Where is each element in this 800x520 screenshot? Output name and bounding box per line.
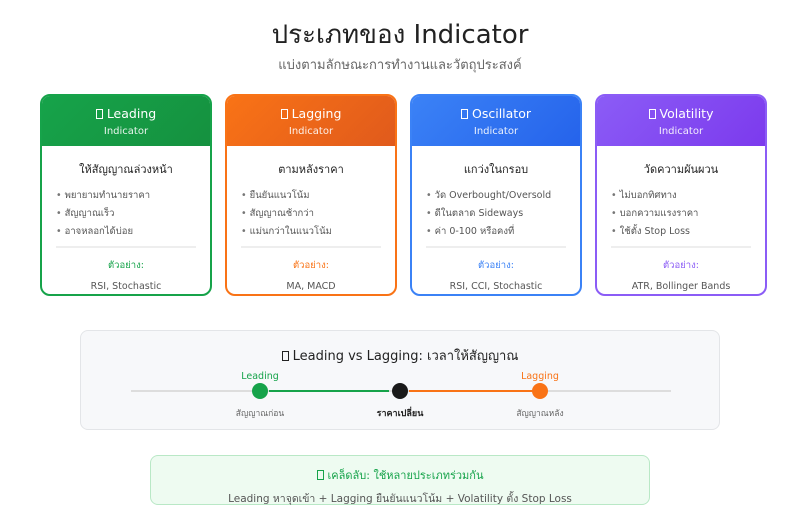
- timeline-title: Leading vs Lagging: เวลาให้สัญญาณ: [292, 349, 519, 364]
- card-leading: Leading Indicator ให้สัญญาณล่วงหน้า พยาย…: [40, 94, 212, 296]
- card-header: Lagging Indicator: [227, 96, 395, 146]
- card-header: Volatility Indicator: [597, 96, 765, 146]
- lagging-segment: [409, 390, 535, 392]
- card-point: ไม่บอกทิศทาง: [611, 188, 765, 206]
- card-icon: [461, 109, 468, 119]
- card-sub: Indicator: [288, 126, 334, 137]
- card-point: บอกความแรงราคา: [611, 206, 765, 224]
- tip-box: เคล็ดลับ: ใช้หลายประเภทร่วมกัน Leading ห…: [150, 455, 650, 505]
- example-values: RSI, CCI, Stochastic: [449, 281, 543, 292]
- example-label: ตัวอย่าง:: [478, 260, 514, 271]
- card-point: ใช้ตั้ง Stop Loss: [611, 224, 765, 242]
- example-label: ตัวอย่าง:: [108, 260, 144, 271]
- card-header: Leading Indicator: [42, 96, 210, 146]
- page-subtitle: แบ่งตามลักษณะการทำงานและวัตถุประสงค์: [278, 58, 522, 73]
- card-header: Oscillator Indicator: [412, 96, 580, 146]
- center-caption: ราคาเปลี่ยน: [376, 409, 424, 419]
- leading-dot: [252, 383, 268, 399]
- lagging-caption: สัญญาณหลัง: [516, 409, 564, 419]
- card-icon: [648, 109, 656, 119]
- card-point: สัญญาณเร็ว: [56, 206, 210, 224]
- lagging-label: Lagging: [521, 371, 559, 382]
- card-sub: Indicator: [473, 126, 519, 137]
- card-point: ค่า 0-100 หรือคงที่: [426, 224, 580, 242]
- example-values: ATR, Bollinger Bands: [631, 281, 731, 292]
- leading-caption: สัญญาณก่อน: [235, 409, 285, 419]
- card-icon: [280, 109, 288, 119]
- card-summary: ตามหลังราคา: [278, 163, 344, 176]
- lagging-dot: [532, 383, 548, 399]
- card-sub: Indicator: [103, 126, 149, 137]
- tip-title: เคล็ดลับ: ใช้หลายประเภทร่วมกัน: [327, 469, 484, 482]
- card-lagging: Lagging Indicator ตามหลังราคา ยืนยันแนวโ…: [225, 94, 397, 296]
- leading-label: Leading: [241, 371, 279, 382]
- card-name: Oscillator: [472, 106, 531, 121]
- page-title: ประเภทของ Indicator: [271, 20, 529, 50]
- example-values: MA, MACD: [286, 281, 336, 292]
- card-name: Lagging: [291, 106, 342, 121]
- divider: [426, 246, 566, 248]
- divider: [611, 246, 751, 248]
- price-change-dot: [392, 383, 408, 399]
- card-summary: ให้สัญญาณล่วงหน้า: [79, 163, 173, 176]
- example-values: RSI, Stochastic: [90, 281, 162, 292]
- card-point: วัด Overbought/Oversold: [426, 188, 580, 206]
- card-point: ยืนยันแนวโน้ม: [241, 188, 395, 206]
- tip-body: Leading หาจุดเข้า + Lagging ยืนยันแนวโน้…: [228, 493, 572, 505]
- card-point: สัญญาณช้ากว่า: [241, 206, 395, 224]
- card-name: Leading: [106, 106, 157, 121]
- example-label: ตัวอย่าง:: [663, 260, 699, 271]
- card-volatility: Volatility Indicator วัดความผันผวน ไม่บอ…: [595, 94, 767, 296]
- example-label: ตัวอย่าง:: [293, 260, 329, 271]
- card-sub: Indicator: [658, 126, 704, 137]
- card-point: พยายามทำนายราคา: [56, 188, 210, 206]
- timeline-panel: Leading vs Lagging: เวลาให้สัญญาณ Leadin…: [80, 330, 720, 430]
- card-oscillator: Oscillator Indicator แกว่งในกรอบ วัด Ove…: [410, 94, 582, 296]
- divider: [56, 246, 196, 248]
- card-point: อาจหลอกได้บ่อย: [56, 224, 210, 242]
- clock-icon: [281, 351, 289, 361]
- card-summary: วัดความผันผวน: [643, 163, 719, 176]
- card-icon: [95, 109, 103, 119]
- card-point: แม่นกว่าในแนวโน้ม: [241, 224, 395, 242]
- leading-segment: [269, 390, 389, 392]
- card-summary: แกว่งในกรอบ: [463, 163, 529, 176]
- card-point: ดีในตลาด Sideways: [426, 206, 580, 224]
- card-name: Volatility: [659, 106, 714, 121]
- divider: [241, 246, 381, 248]
- lightbulb-icon: [316, 470, 324, 480]
